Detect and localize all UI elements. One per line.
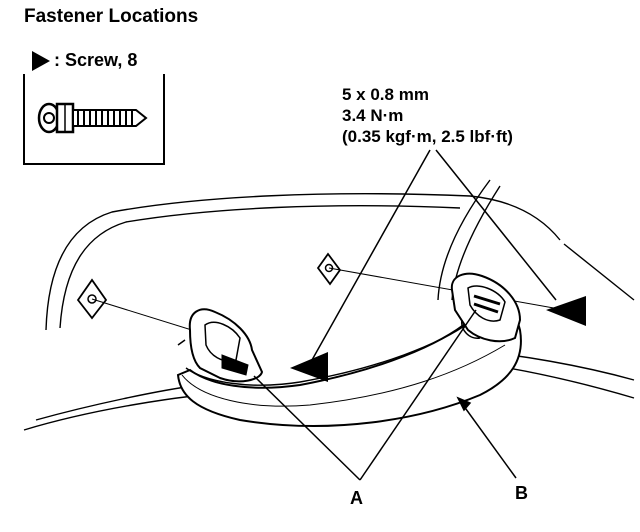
screw-detail	[23, 74, 165, 165]
spec-size: 5 x 0.8 mm	[342, 85, 429, 104]
torque-spec: 5 x 0.8 mm 3.4 N·m (0.35 kgf·m, 2.5 lbf·…	[342, 84, 513, 147]
grab-handle	[176, 272, 522, 427]
screw-marker-icon	[32, 50, 50, 71]
spec-leader-lines	[311, 149, 557, 361]
screw-marker-icon	[546, 296, 586, 326]
spec-torque-nm: 3.4 N·m	[342, 106, 404, 125]
callout-a-lines	[253, 309, 477, 481]
legend-screw: : Screw, 8	[32, 50, 137, 71]
screw-icon	[37, 102, 148, 134]
spec-torque-imperial: (0.35 kgf·m, 2.5 lbf·ft)	[342, 127, 513, 146]
callout-a-label: A	[350, 488, 363, 508]
page-title: Fastener Locations	[24, 6, 199, 27]
callout-b-label: B	[515, 483, 528, 503]
callout-b-line	[456, 396, 517, 479]
screw-marker-icon	[290, 352, 328, 382]
legend-label: : Screw, 8	[54, 50, 138, 70]
